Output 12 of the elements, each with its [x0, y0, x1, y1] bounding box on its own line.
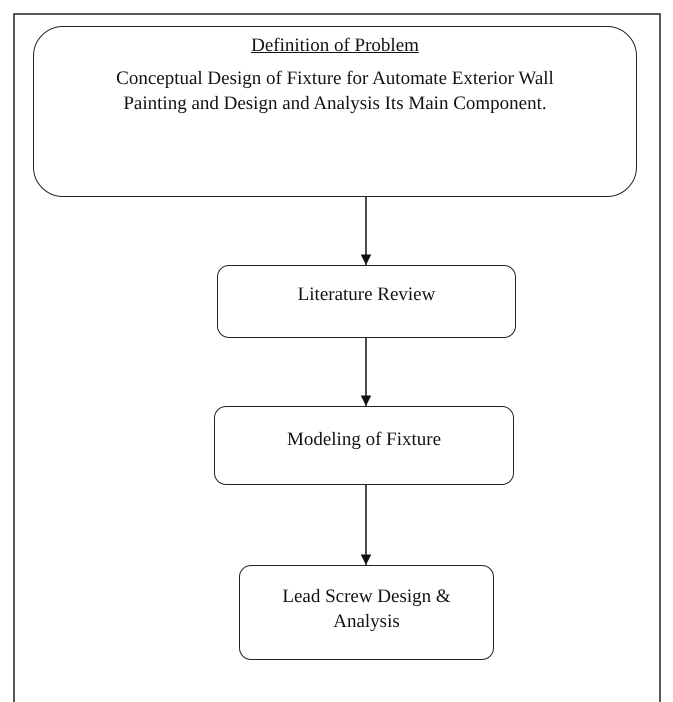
process-box: [217, 265, 516, 338]
arrow: [360, 338, 372, 406]
process-box: [214, 406, 514, 485]
process-box: [239, 565, 494, 660]
arrow: [360, 197, 372, 265]
box-text: Literature Review: [298, 283, 436, 307]
box-text: Lead Screw Design & Analysis: [281, 585, 452, 634]
heading: Definition of Problem: [251, 34, 419, 58]
process-box: [33, 26, 637, 197]
box-text: Modeling of Fixture: [286, 428, 442, 452]
arrow: [360, 485, 372, 565]
box-text: Conceptual Design of Fixture for Automate Exterior Wall Painting and Design and Analysis Its Main Component.: [115, 67, 555, 116]
